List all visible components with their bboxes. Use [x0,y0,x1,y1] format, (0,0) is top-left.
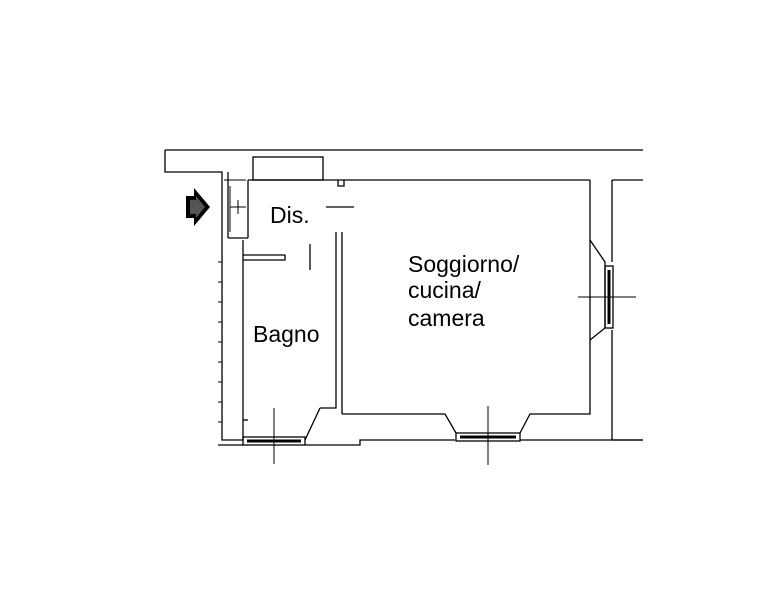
room-label-cucina: cucina/ [408,277,481,303]
room-label-dis: Dis. [270,202,310,228]
window-right [578,239,636,341]
window-bottom-bagno [242,408,306,464]
interior-walls [243,180,591,441]
room-label-soggiorno: Soggiorno/ [408,251,520,277]
left-wall-hatch [218,261,222,423]
outer-walls [164,149,643,446]
room-label-camera: camera [408,305,485,331]
room-label-bagno: Bagno [253,321,320,347]
window-bottom-soggiorno [455,406,521,465]
entrance-door [224,179,246,232]
entrance-arrow-icon [186,188,210,226]
